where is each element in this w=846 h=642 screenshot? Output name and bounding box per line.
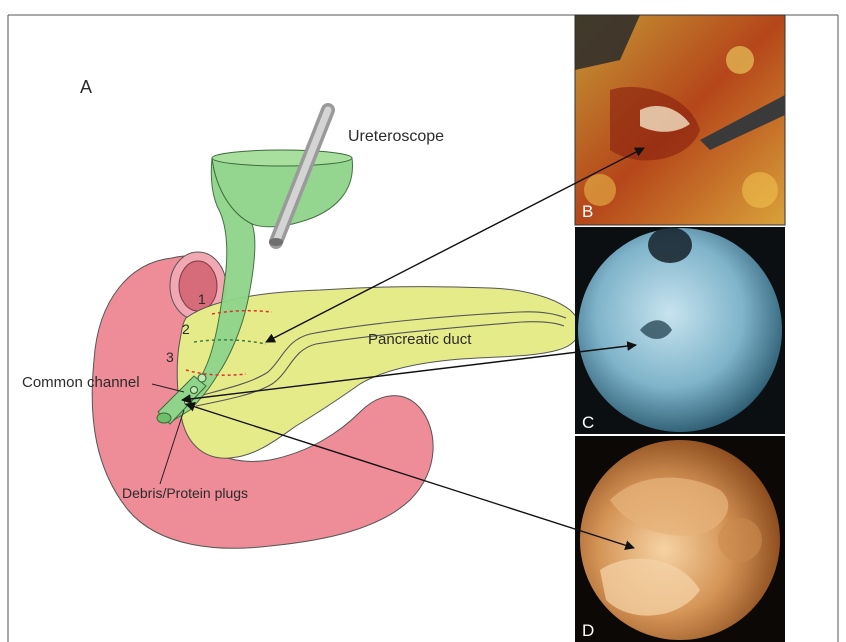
level-1-label: 1 [198,291,206,307]
level-2-label: 2 [182,321,190,337]
common-channel-label: Common channel [22,374,140,391]
photo-panel-b: B [575,15,785,225]
photo-panel-c: C [575,227,785,434]
panel-label-d: D [582,621,594,640]
panel-label-c: C [582,413,594,432]
ureteroscope-label: Ureteroscope [348,128,444,145]
panel-label-a: A [80,77,92,97]
pancreatic-duct-label: Pancreatic duct [368,331,472,348]
level-3-label: 3 [166,349,174,365]
panel-label-b: B [582,202,593,221]
debris-label: Debris/Protein plugs [122,485,248,501]
